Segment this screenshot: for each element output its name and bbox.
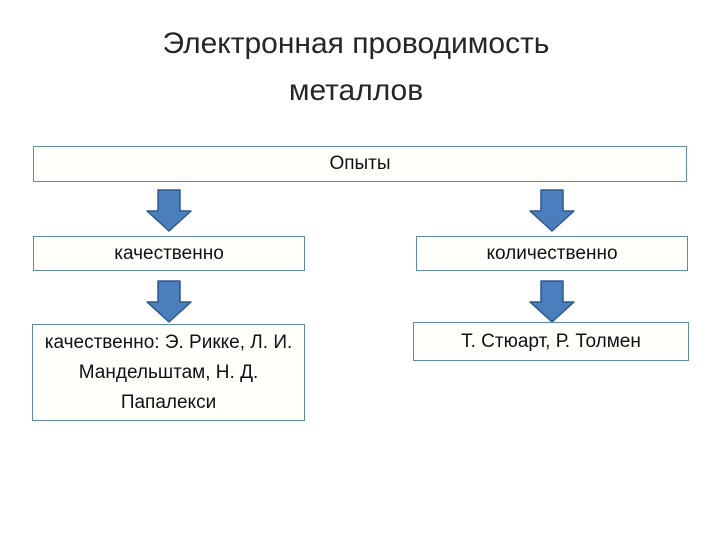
down-arrow-icon [529, 280, 575, 323]
down-arrow-icon [146, 189, 192, 232]
flowchart-box-experiments-label: Опыты [329, 153, 391, 174]
flowchart-box-qualitative: качественно [33, 236, 305, 271]
slide-title-line1: Электронная проводимость [162, 27, 550, 60]
flowchart-box-quantitative-scientists-label: Т. Стюарт, Р. Толмен [461, 330, 641, 352]
flowchart-box-qualitative-label: качественно [114, 242, 224, 264]
flowchart-box-quantitative-scientists: Т. Стюарт, Р. Толмен [413, 322, 689, 361]
down-arrow-icon [529, 189, 575, 232]
down-arrow-icon [146, 280, 192, 323]
flowchart-box-experiments: Опыты [33, 146, 687, 182]
flowchart-box-quantitative: количественно [416, 236, 688, 271]
slide-title: Электронная проводимость металлов [0, 20, 712, 114]
flowchart-box-quantitative-label: количественно [486, 242, 618, 264]
flowchart-box-qualitative-scientists: качественно: Э. Рикке, Л. И. Мандельштам… [32, 324, 305, 421]
slide-title-line2: металлов [288, 74, 424, 107]
flowchart-box-qualitative-scientists-label: качественно: Э. Рикке, Л. И. Мандельштам… [44, 331, 293, 413]
